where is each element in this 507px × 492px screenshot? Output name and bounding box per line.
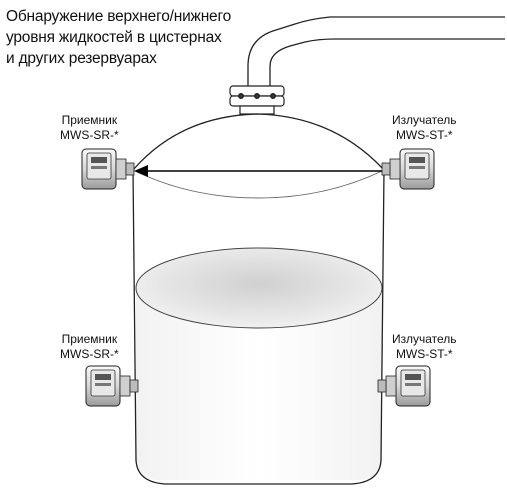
beam-arrow bbox=[134, 165, 384, 177]
inlet-pipe bbox=[247, 16, 505, 86]
liquid bbox=[135, 247, 383, 480]
tank bbox=[132, 113, 385, 485]
title-line-3: и других резервуарах bbox=[6, 50, 157, 67]
title-line-1: Обнаружение верхнего/нижнего bbox=[6, 8, 232, 25]
receiver-sensor-top bbox=[81, 148, 135, 190]
label-receiver-top: Приемник MWS-SR-* bbox=[60, 113, 119, 142]
title-line-2: уровня жидкостей в цистернах bbox=[6, 29, 222, 46]
label-receiver-bottom: Приемник MWS-SR-* bbox=[60, 332, 119, 361]
emitter-sensor-top bbox=[381, 148, 435, 190]
emitter-sensor-bottom bbox=[377, 365, 431, 407]
diagram-title: Обнаружение верхнего/нижнего уровня жидк… bbox=[6, 6, 266, 69]
label-emitter-top: Излучатель MWS-ST-* bbox=[392, 113, 457, 142]
label-emitter-bottom: Излучатель MWS-ST-* bbox=[392, 332, 457, 361]
pipe-flange bbox=[229, 85, 285, 115]
receiver-sensor-bottom bbox=[85, 365, 139, 407]
